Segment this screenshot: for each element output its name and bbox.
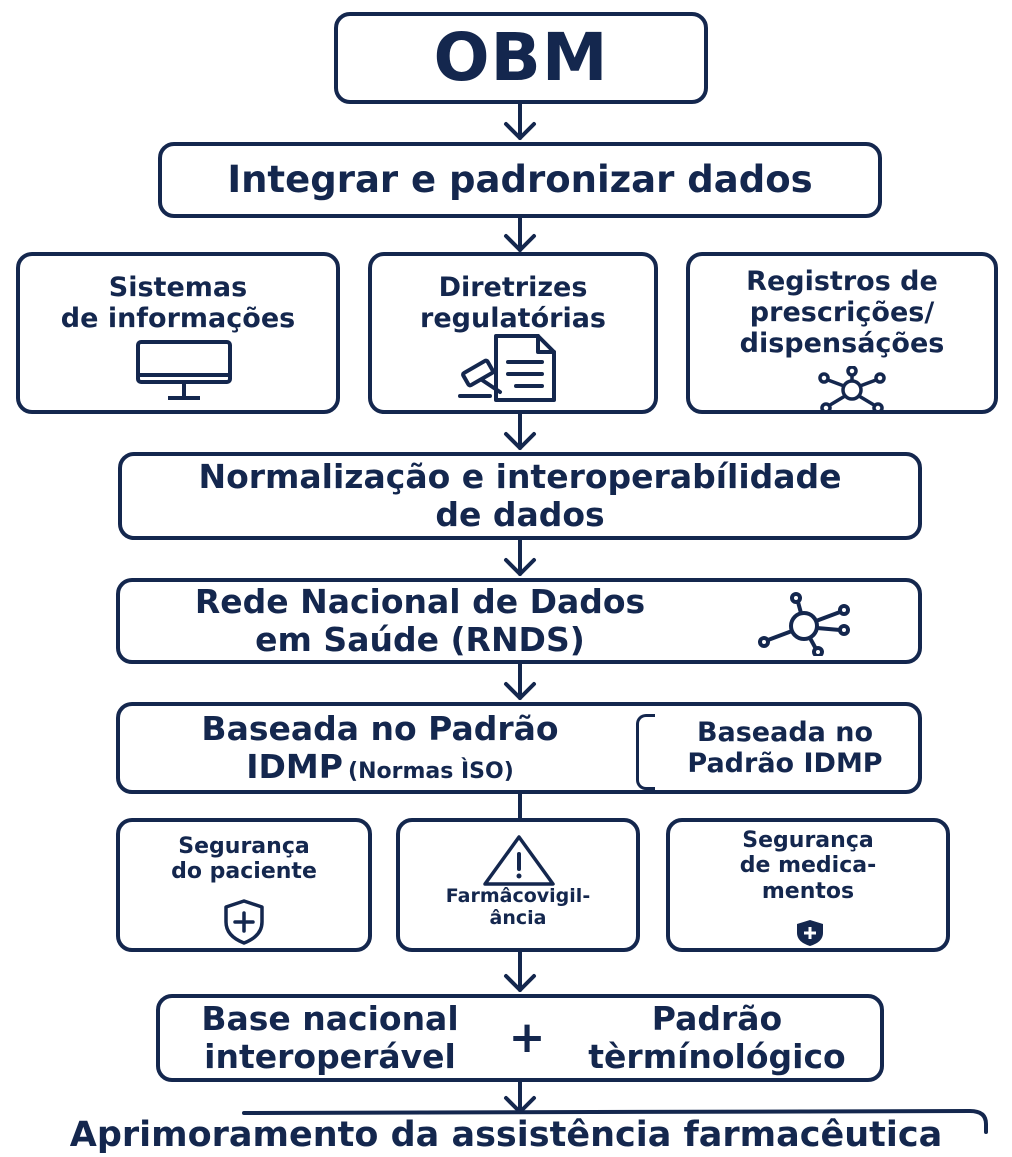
rnds-line1: Rede Nacional de Dados xyxy=(194,582,646,622)
gavel-document-icon xyxy=(458,334,556,402)
source-records-line3: dispensáções xyxy=(739,328,945,360)
combination-right-line1: Padrão xyxy=(651,999,783,1039)
result: Aprimoramento da assistência farmacêutic… xyxy=(0,1114,1012,1157)
source-systems-line1: Sistemas xyxy=(108,272,248,303)
source-systems-box: Sistemas de informações xyxy=(16,252,340,414)
network-icon xyxy=(818,366,886,414)
normalization-line1: Normalização e interoperabílidade xyxy=(198,457,842,497)
normalization-box: Normalização e interoperabílidade de dad… xyxy=(118,452,922,540)
obm-box: OBM xyxy=(334,12,708,104)
outcome-medication-line1: Segurança xyxy=(742,828,874,853)
combination-left-line1: Base nacional xyxy=(201,999,459,1039)
source-records-box: Registros de prescrições/ dispensáções xyxy=(686,252,998,414)
source-guidelines-line1: Diretrizes xyxy=(438,272,588,303)
source-records-line2: prescrições/ xyxy=(749,297,935,329)
idmp-bracket xyxy=(636,714,655,790)
source-guidelines-line2: regulatórias xyxy=(420,303,606,335)
combination-right-line2: tèrmínológico xyxy=(588,1037,846,1076)
outcome-medication-safety-box: Segurança de medica- mentos xyxy=(666,818,950,952)
rnds-line2: em Saúde (RNDS) xyxy=(255,620,585,659)
outcome-patient-safety-box: Segurança do paciente xyxy=(116,818,372,952)
combination-left-line2: interoperável xyxy=(204,1037,456,1076)
normalization-line2: de dados xyxy=(435,495,605,534)
rnds-network-icon xyxy=(758,592,850,656)
source-systems-line2: de informações xyxy=(60,303,296,335)
outcome-patient-line1: Segurança xyxy=(178,834,310,859)
integrate-label: Integrar e padronizar dados xyxy=(227,157,813,201)
outcome-pharmacovigilance-box: Farmâcovigil- ância xyxy=(396,818,640,952)
outcome-medication-line3: mentos xyxy=(761,878,855,904)
source-guidelines-box: Diretrizes regulatórias xyxy=(368,252,658,414)
rnds-box: Rede Nacional de Dados em Saúde (RNDS) xyxy=(116,578,922,664)
outcome-medication-line2: de medica- xyxy=(739,853,877,879)
result-label: Aprimoramento da assistência farmacêutic… xyxy=(69,1115,943,1156)
obm-title: OBM xyxy=(433,19,609,97)
shield-plus-filled-icon xyxy=(797,920,823,946)
idmp-left-main: IDMP xyxy=(246,747,343,786)
idmp-left-line1: Baseada no Padrão xyxy=(201,709,559,749)
idmp-right-line1: Baseada no xyxy=(696,716,874,748)
outcome-pharma-line2: ância xyxy=(489,906,547,929)
idmp-box: Baseada no Padrão IDMP (Normas ÌSO) Base… xyxy=(116,702,922,794)
shield-plus-icon xyxy=(224,899,264,945)
plus-sign: + xyxy=(508,1011,546,1063)
source-records-line1: Registros de xyxy=(746,266,938,297)
idmp-right-line2: Padrão IDMP xyxy=(687,748,883,779)
outcome-pharma-line1: Farmâcovigil- xyxy=(445,885,591,907)
integrate-box: Integrar e padronizar dados xyxy=(158,142,882,218)
combination-box: Base nacional interoperável + Padrão tèr… xyxy=(156,994,884,1082)
outcome-patient-line2: do paciente xyxy=(171,859,317,885)
monitor-icon xyxy=(136,340,232,400)
idmp-left-note: (Normas ÌSO) xyxy=(348,759,514,784)
warning-icon xyxy=(483,835,555,886)
